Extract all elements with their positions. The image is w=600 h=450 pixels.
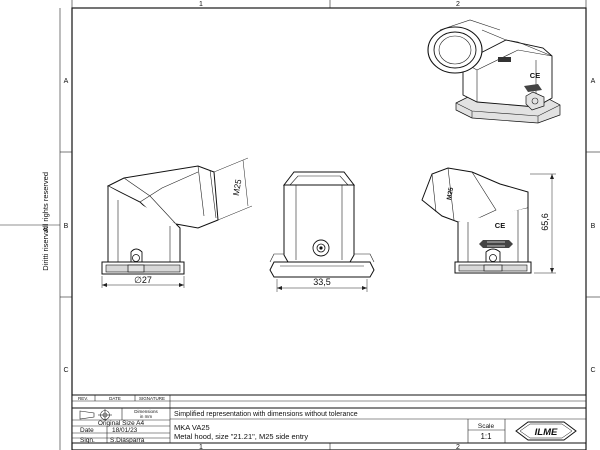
scale-label: Scale [478, 423, 495, 430]
tolerance-note: Simplified representation with dimension… [174, 411, 358, 418]
row-label-b: B [64, 223, 69, 230]
revision-header-date: DATE [109, 396, 121, 401]
ilme-logo: ILME [515, 421, 577, 441]
ilme-logo-text: ILME [535, 427, 558, 438]
side-brand-plate [479, 240, 513, 248]
dimension-width: 33,5 [313, 277, 331, 287]
side-ce-marking: CE [495, 221, 505, 230]
dimension-height: 65,6 [540, 213, 550, 231]
iso-size-marking [498, 57, 511, 62]
row-label-c: C [63, 367, 68, 374]
dimension-diameter: ∅27 [134, 275, 152, 285]
iso-ce-marking: CE [530, 71, 540, 80]
sign-value: S.Diasparra [110, 437, 145, 444]
revision-header-signature: SIGNATURE [139, 396, 165, 401]
part-code: MKA VA25 [174, 423, 210, 432]
row-label-a-right: A [591, 78, 596, 85]
column-label-2-bottom: 2 [456, 444, 460, 450]
column-label-1-bottom: 1 [199, 444, 203, 450]
title-block [71, 394, 587, 444]
revision-header-rev: REV. [78, 396, 88, 401]
rights-notice: All rights reserved [41, 172, 50, 232]
front-view: 33,5 [269, 171, 375, 292]
date-value: 18/01/23 [112, 427, 138, 434]
scale-value: 1:1 [480, 432, 492, 441]
rights-notice-italian: Diritti riservati [41, 225, 50, 271]
date-label: Date [80, 427, 94, 434]
iso-brand-plate [524, 84, 542, 92]
side-view-left: ∅27 M25 [101, 157, 253, 288]
row-label-a: A [64, 78, 69, 85]
projection-symbol-icon [79, 409, 112, 421]
column-label-2: 2 [456, 1, 460, 8]
column-label-1: 1 [199, 1, 203, 8]
isometric-view: CE [427, 19, 561, 124]
side-size-marking: M25 [446, 187, 455, 201]
dimensions-label: Dimensions [134, 409, 158, 414]
side-view-right: M25 CE 65,6 [421, 167, 556, 274]
dimension-thread: M25 [231, 178, 244, 196]
original-size: Original Size A4 [98, 420, 145, 427]
sign-label: Sign. [80, 437, 95, 444]
row-label-c-right: C [590, 367, 595, 374]
row-label-b-right: B [591, 223, 596, 230]
part-description: Metal hood, size "21.21", M25 side entry [174, 432, 308, 441]
dimensions-unit: in mm [140, 414, 153, 419]
